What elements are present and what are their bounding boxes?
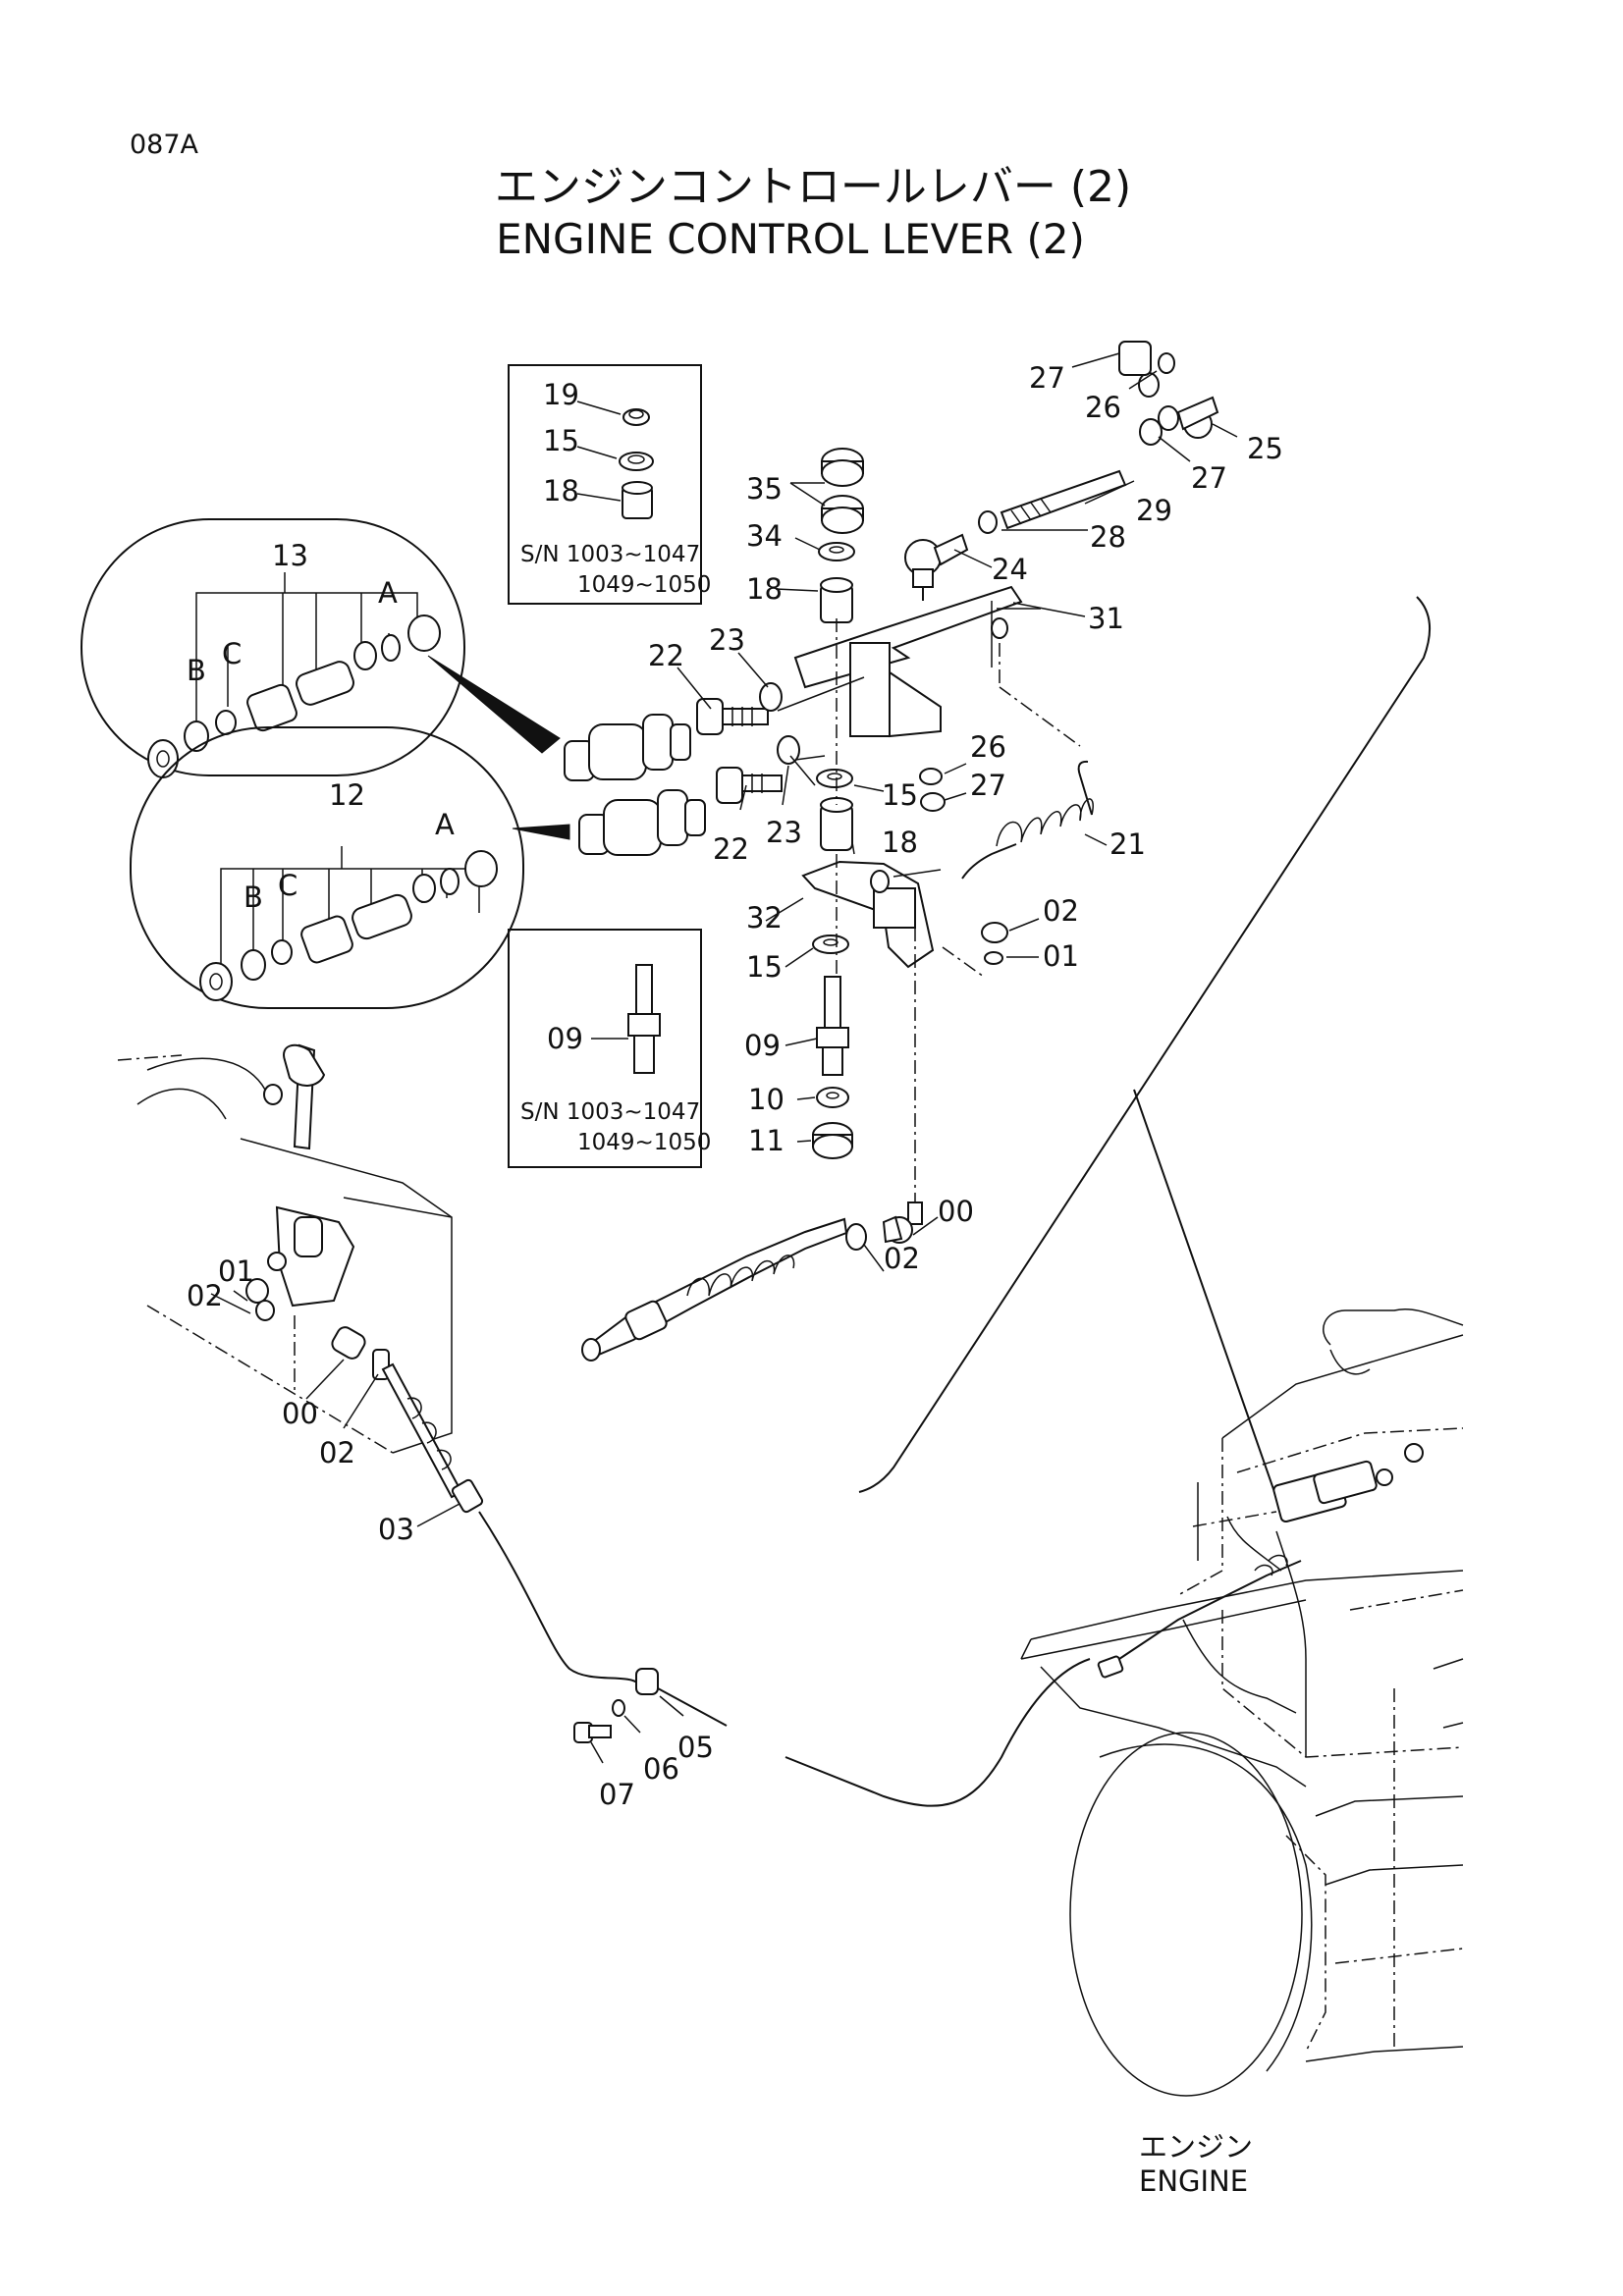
callouts: 27 26 25 27 29 28 24 35 34 18 31 23 22 2… [187,361,1283,1811]
bolts-nuts [676,652,967,812]
serial-range-line1-b: S/N 1003~1047 [520,1099,700,1125]
title-jp: エンジンコントロールレバー (2) [495,162,1131,212]
inset-box-bottom: 09 S/N 1003~1047 1049~1050 [508,929,711,1168]
callout-15-a: 15 [882,778,918,812]
callout-26-b: 26 [970,730,1006,764]
sub-label-c-12: C [278,869,298,902]
callout-00-a: 00 [938,1195,974,1228]
callout-21: 21 [1109,828,1146,861]
callout-02-c: 02 [187,1279,223,1312]
sub-label-c-13: C [222,637,242,670]
callout-01-a: 01 [1043,939,1079,973]
engine-label-jp: エンジン [1139,2130,1253,2163]
callout-22-b: 22 [713,832,749,866]
callout-05: 05 [677,1731,714,1764]
callout-23-a: 23 [709,623,745,657]
stud-stack [784,976,853,1159]
callout-01-b: 01 [218,1255,254,1288]
callout-10: 10 [748,1083,784,1116]
callout-32: 32 [746,901,783,934]
callout-11: 11 [748,1124,784,1157]
sub-label-b-13: B [187,654,206,687]
callout-34: 34 [746,519,783,553]
callout-18-a: 18 [746,572,783,606]
callout-02-a: 02 [1043,894,1079,928]
callout-25: 25 [1247,432,1283,465]
engine-label-en: ENGINE [1139,2164,1248,2198]
serial-range-line1: S/N 1003~1047 [520,542,700,567]
cable-end [581,928,939,1362]
rod-assembly [904,341,1238,601]
serial-range-line2-b: 1049~1050 [577,1130,711,1155]
callout-18-b: 18 [882,826,918,859]
callout-27-b: 27 [1191,461,1227,495]
callout-19: 19 [543,378,579,411]
callout-18: 18 [543,474,579,507]
callout-00-b: 00 [282,1397,318,1430]
callout-31: 31 [1088,602,1124,635]
sub-label-b-12: B [243,881,263,914]
callout-02-b: 02 [884,1242,920,1275]
exploded-view-13: 13 B C A [81,518,561,778]
callout-27-c: 27 [970,769,1006,802]
callout-09: 09 [744,1029,781,1062]
callout-23-b: 23 [766,816,802,849]
callout-02-d: 02 [319,1436,355,1469]
callout-13: 13 [272,539,308,572]
sub-label-a-12: A [435,808,455,841]
serial-range-line2: 1049~1050 [577,572,711,598]
callout-15-b: 15 [746,950,783,984]
callout-29: 29 [1136,494,1172,527]
upper-stack [775,448,864,623]
sub-label-a-13: A [378,576,398,610]
callout-06: 06 [643,1752,679,1786]
exploded-view-12: 12 B C A [130,726,570,1009]
clamp-assembly [573,1658,1091,1807]
inset-box-top: 19 15 18 S/N 1003~1047 1049~1050 [508,364,711,605]
lower-bracket-32 [765,618,1040,991]
callout-03: 03 [378,1513,414,1546]
page-code: 087A [130,130,199,160]
spring-21 [961,760,1108,880]
callout-24: 24 [992,553,1028,586]
lever-bracket-31 [793,585,1086,747]
callout-15: 15 [543,424,579,457]
callout-35: 35 [746,472,783,506]
solenoid-13 [564,714,691,781]
callout-28: 28 [1090,520,1126,554]
callout-07: 07 [599,1778,635,1811]
control-lever-housing [117,1043,654,1694]
engine-outline [1020,1308,1464,2097]
callout-26-a: 26 [1085,391,1121,424]
title-en: ENGINE CONTROL LEVER (2) [496,215,1085,263]
callout-12: 12 [329,778,365,812]
callout-22-a: 22 [648,639,684,672]
detail-window-outline [858,596,1432,1493]
solenoid-12 [578,789,706,856]
callout-27-a: 27 [1029,361,1065,395]
callout-09-inset: 09 [547,1022,583,1055]
